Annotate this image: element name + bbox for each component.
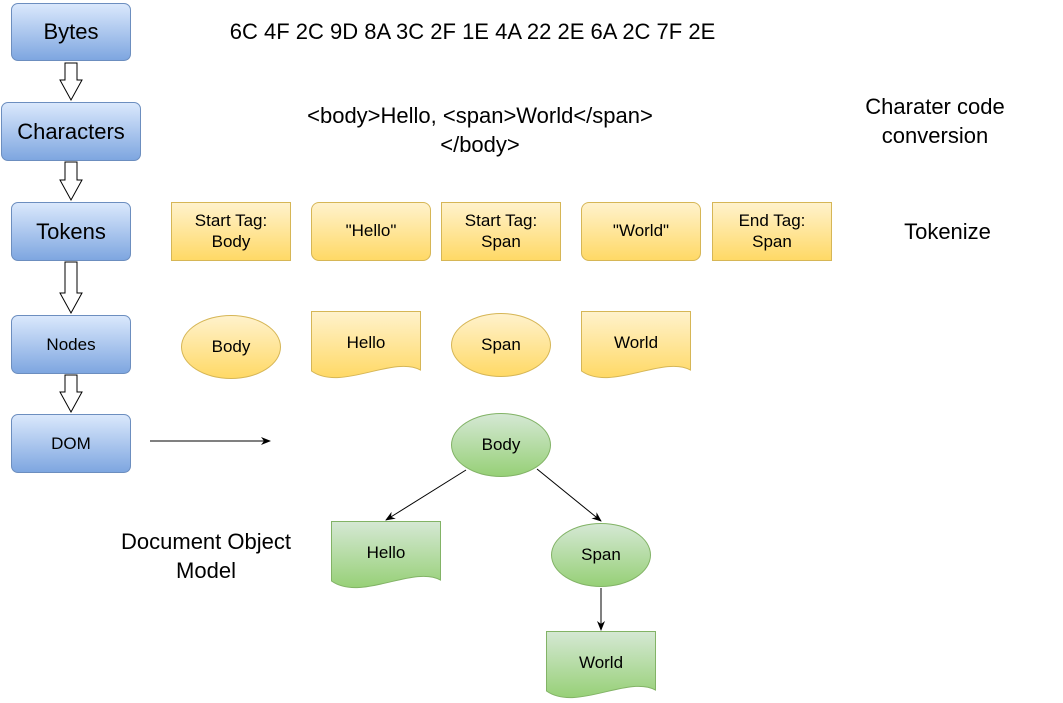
stage-nodes: Nodes — [11, 315, 131, 374]
token-start-tag-body: Start Tag: Body — [171, 202, 291, 261]
node-hello: Hello — [311, 311, 421, 381]
edge-body-to-hello — [385, 469, 467, 521]
conversion-label-line-2: conversion — [881, 122, 989, 148]
node-world: World — [581, 311, 691, 381]
token-start-tag-span: Start Tag: Span — [441, 202, 561, 261]
node-hello-shape — [311, 311, 421, 379]
stage-bytes: Bytes — [11, 3, 131, 61]
dom-node-hello-shape — [331, 521, 441, 589]
node-hello-label: Hello — [346, 333, 386, 352]
token-text-hello: "Hello" — [311, 202, 431, 261]
dom-model-label: Document Object Model — [100, 528, 312, 585]
block-arrow-tokens-to-nodes — [59, 261, 83, 315]
token-text-world: "World" — [581, 202, 701, 261]
stage-tokens: Tokens — [11, 202, 131, 261]
dom-node-hello-label: Hello — [366, 543, 406, 562]
dom-node-world-label: World — [578, 653, 624, 672]
characters-markup: <body>Hello, <span>World</span> </body> — [270, 102, 690, 159]
dom-node-world-shape — [546, 631, 656, 699]
stage-characters: Characters — [1, 102, 141, 161]
block-arrow-bytes-to-characters — [59, 62, 83, 102]
token-end-tag-span: End Tag: Span — [712, 202, 832, 261]
characters-line-1: <body>Hello, <span>World</span> — [307, 103, 653, 128]
node-world-shape — [581, 311, 691, 379]
dom-model-label-line-2: Model — [176, 557, 236, 583]
characters-line-2: </body> — [440, 131, 520, 157]
dom-node-span: Span — [551, 523, 651, 587]
conversion-label: Charater code conversion — [840, 93, 1030, 150]
dom-node-hello: Hello — [331, 521, 441, 591]
dom-node-world: World — [546, 631, 656, 701]
dom-model-label-line-1: Document Object — [121, 529, 291, 554]
node-span: Span — [451, 313, 551, 377]
block-arrow-nodes-to-dom — [59, 374, 83, 414]
edge-body-to-span — [536, 468, 602, 522]
conversion-label-line-1: Charater code — [865, 94, 1005, 119]
block-arrow-characters-to-tokens — [59, 161, 83, 202]
dom-node-body: Body — [451, 413, 551, 477]
node-body: Body — [181, 315, 281, 379]
tokenize-label: Tokenize — [904, 219, 991, 244]
bytes-sequence: 6C 4F 2C 9D 8A 3C 2F 1E 4A 22 2E 6A 2C 7… — [229, 19, 716, 44]
stage-dom: DOM — [11, 414, 131, 473]
node-world-label: World — [613, 333, 659, 352]
